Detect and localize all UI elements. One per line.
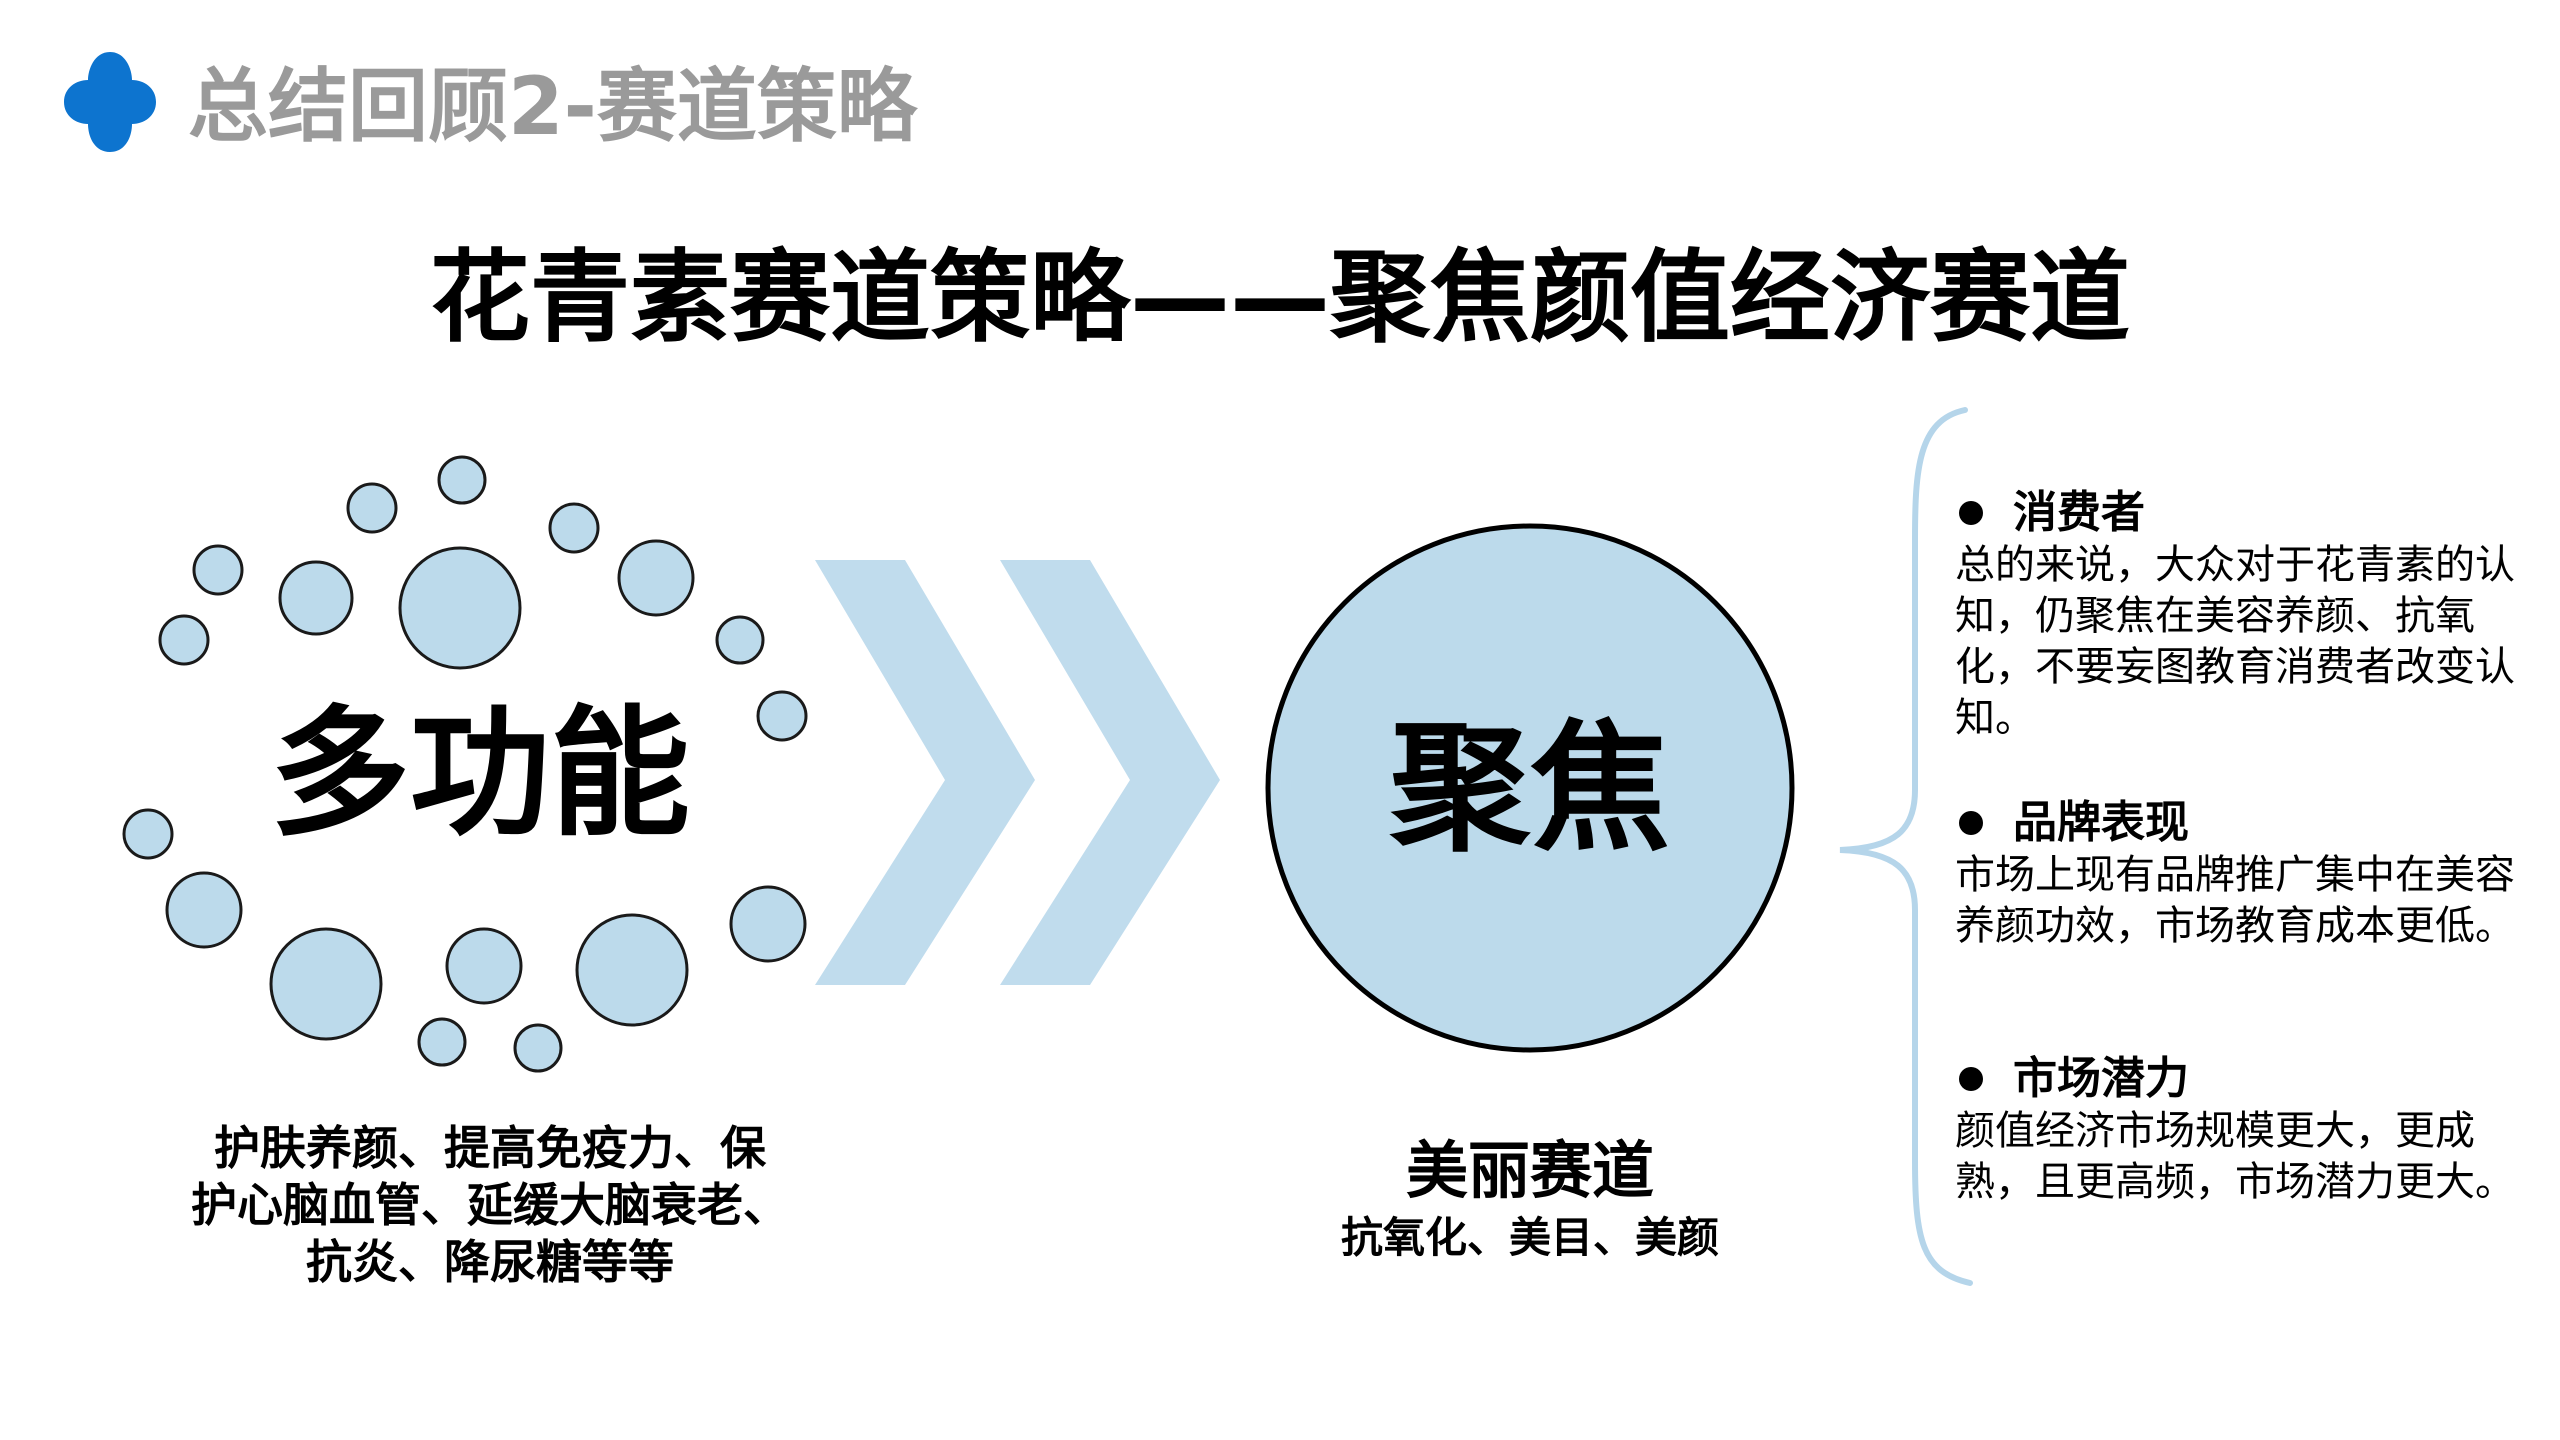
bubble bbox=[445, 927, 523, 1005]
header-title: 总结回顾2-赛道策略 bbox=[188, 60, 917, 153]
chevron-2 bbox=[1000, 560, 1220, 985]
bubble bbox=[398, 546, 522, 670]
bubble bbox=[617, 539, 695, 617]
point-heading: 品牌表现 bbox=[1955, 796, 2535, 850]
bubble bbox=[756, 690, 808, 742]
bubble bbox=[346, 482, 398, 534]
bubble bbox=[417, 1017, 467, 1067]
chevron-1 bbox=[815, 560, 1035, 985]
bubble bbox=[729, 885, 807, 963]
multi-function-label: 多功能 bbox=[269, 693, 690, 856]
point-market: 市场潜力 颜值经济市场规模更大，更成熟，且更高频，市场潜力更大。 bbox=[1955, 1052, 2535, 1208]
bullet-dot-icon bbox=[1959, 1067, 1983, 1091]
bubble bbox=[122, 808, 174, 860]
beauty-track-subtitle: 抗氧化、美目、美颜 bbox=[1340, 1213, 1719, 1262]
multi-function-caption: 护肤养颜、提高免疫力、保 护心脑血管、延缓大脑衰老、 抗炎、降尿糖等等 bbox=[140, 1120, 840, 1291]
focus-circle bbox=[1265, 523, 1795, 1053]
caption-line: 护肤养颜、提高免疫力、保 bbox=[214, 1121, 766, 1175]
bubble bbox=[269, 927, 383, 1041]
point-consumer: 消费者 总的来说，大众对于花青素的认知，仍聚焦在美容养颜、抗氧化，不要妄图教育消… bbox=[1955, 486, 2535, 744]
point-body: 总的来说，大众对于花青素的认知，仍聚焦在美容养颜、抗氧化，不要妄图教育消费者改变… bbox=[1955, 542, 2515, 741]
bubble bbox=[165, 871, 243, 949]
caption-line: 护心脑血管、延缓大脑衰老、 bbox=[191, 1178, 789, 1232]
double-chevron-right-icon bbox=[815, 560, 1220, 985]
bubble bbox=[192, 544, 244, 596]
bubble bbox=[513, 1023, 563, 1073]
point-title: 品牌表现 bbox=[2013, 797, 2189, 848]
bullet-dot-icon bbox=[1959, 811, 1983, 835]
point-body: 市场上现有品牌推广集中在美容养颜功效，市场教育成本更低。 bbox=[1955, 852, 2515, 949]
curly-brace-icon bbox=[1839, 407, 1973, 1286]
point-heading: 消费者 bbox=[1955, 486, 2535, 540]
focus-label: 聚焦 bbox=[1389, 708, 1670, 871]
logo-icon bbox=[64, 52, 156, 152]
bubble bbox=[278, 560, 354, 636]
beauty-track-title: 美丽赛道 bbox=[1405, 1134, 1654, 1207]
point-body: 颜值经济市场规模更大，更成熟，且更高频，市场潜力更大。 bbox=[1955, 1108, 2515, 1205]
caption-line: 抗炎、降尿糖等等 bbox=[306, 1235, 674, 1289]
bubble bbox=[548, 502, 600, 554]
point-heading: 市场潜力 bbox=[1955, 1052, 2535, 1106]
bubble bbox=[158, 614, 210, 666]
bubble bbox=[715, 615, 765, 665]
bubble-cluster bbox=[122, 455, 808, 1073]
point-brand: 品牌表现 市场上现有品牌推广集中在美容养颜功效，市场教育成本更低。 bbox=[1955, 796, 2535, 952]
point-title: 市场潜力 bbox=[2013, 1053, 2189, 1104]
bullet-dot-icon bbox=[1959, 501, 1983, 525]
bubble bbox=[437, 455, 487, 505]
bubble bbox=[575, 913, 689, 1027]
main-title: 花青素赛道策略——聚焦颜值经济赛道 bbox=[430, 239, 2130, 356]
point-title: 消费者 bbox=[2013, 487, 2145, 538]
